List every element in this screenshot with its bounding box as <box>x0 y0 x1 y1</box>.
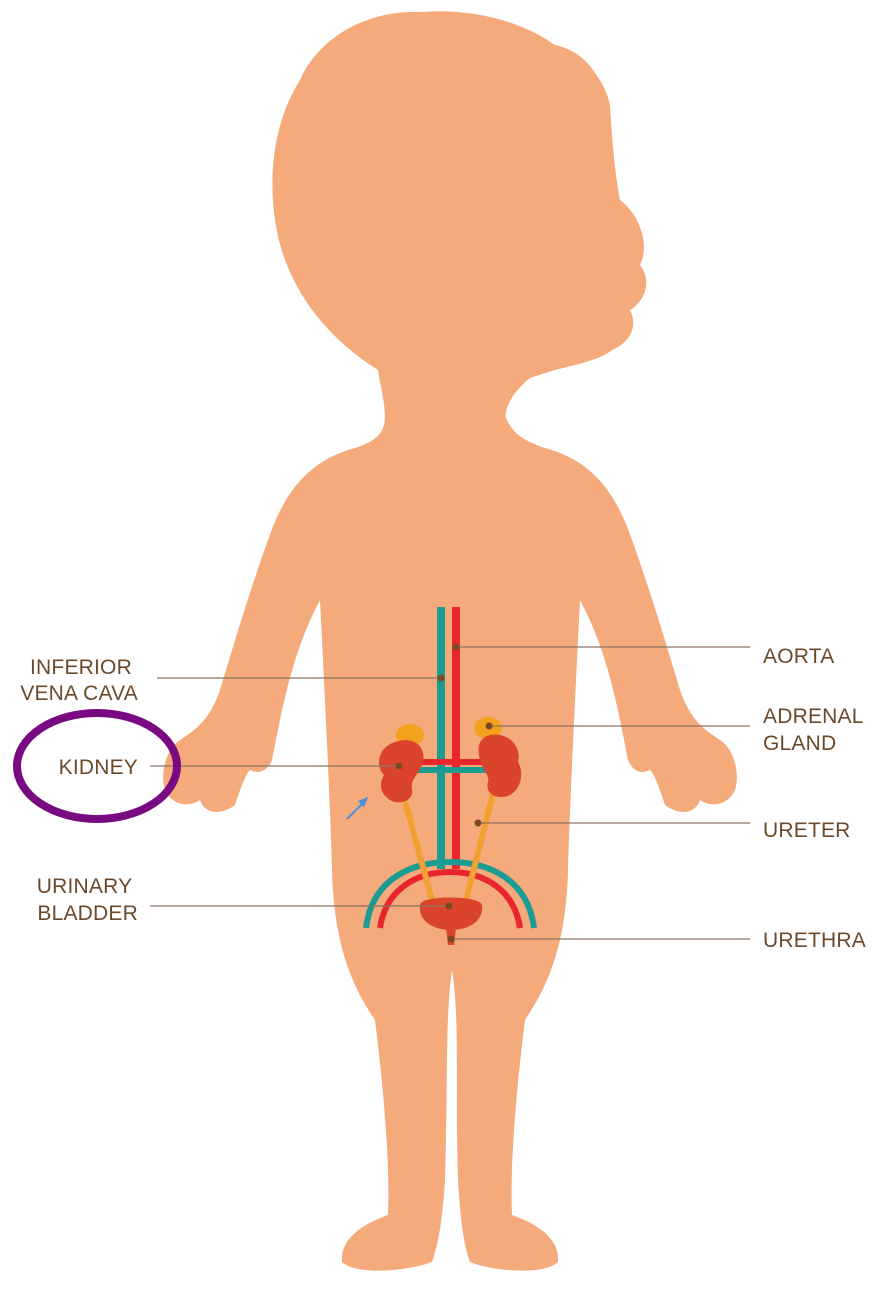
label-urethra: URETHRA <box>763 929 866 952</box>
label-inferior-vena-cava: INFERIOR VENA CAVA <box>20 656 138 705</box>
dot-aorta <box>453 644 460 651</box>
body <box>163 415 737 1271</box>
dot-urethra <box>448 936 455 943</box>
label-kidney: KIDNEY <box>59 756 138 779</box>
dot-urinary-bladder <box>446 903 453 910</box>
dot-ureter <box>475 820 482 827</box>
inferior-vena-cava <box>437 607 445 869</box>
label-adrenal-gland: ADRENAL GLAND <box>763 705 869 755</box>
dot-kidney <box>396 763 403 770</box>
dot-adrenal-gland <box>486 723 493 730</box>
label-ureter: URETER <box>763 819 851 842</box>
renal-vein <box>412 767 492 773</box>
dot-inferior-vena-cava <box>438 675 445 682</box>
label-urinary-bladder: URINARY BLADDER <box>37 875 138 925</box>
child-silhouette <box>163 11 737 1270</box>
label-aorta: AORTA <box>763 645 834 668</box>
